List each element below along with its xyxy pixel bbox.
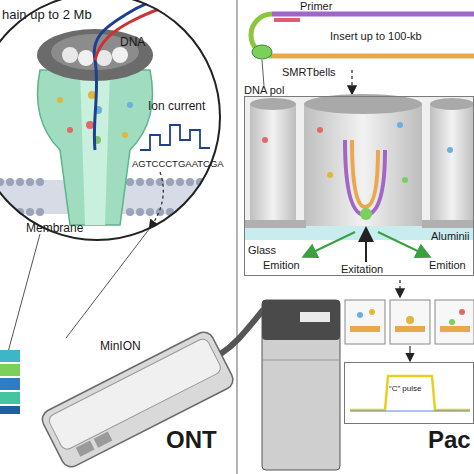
sequence-read: AGTCCCTGAATCGA (132, 159, 224, 170)
zmw-illustration (244, 94, 474, 262)
zmw-well: GlassEmition Exitation AluminiiEmition (244, 96, 474, 276)
membrane-label: Membrane (26, 222, 83, 236)
pulse-trace (344, 362, 474, 424)
zoom-circle: hain up to 2 Mb DNA Ion currentAGTCCCTGAAT… (0, 0, 221, 241)
current-label: Ion current (148, 100, 205, 114)
signal-bars (0, 350, 20, 414)
panel: Pac GlassEmition Exitation AluminiiEmition “… (238, 0, 474, 474)
excitation-label: Exitation (341, 263, 383, 276)
sequencer-device (262, 300, 340, 470)
polymerase-label: DNA pol (244, 84, 284, 97)
panel-title: ONT (166, 426, 217, 454)
pulse-label: “C” pulse (389, 384, 421, 393)
divider (236, 0, 238, 474)
primer-label: Primer (300, 0, 332, 13)
incorporation-panels (345, 300, 474, 360)
signal-plot: “C” pulse (344, 362, 474, 424)
panel: ONT hain up to 2 Mb DNA Ion currentAGTCCCTG… (0, 0, 236, 474)
minion-device (39, 302, 288, 470)
emission-label: Emition (429, 259, 466, 272)
glass-label: Glass (248, 244, 276, 257)
dna-label: DNA (120, 36, 145, 50)
dna-length-label: hain up to 2 Mb (2, 8, 92, 23)
smrtbell (251, 14, 474, 86)
insert-label: Insert up to 100-kb (330, 30, 422, 43)
nanopore-illustration (0, 0, 230, 241)
panel-title: Pac (428, 426, 471, 454)
aluminium-label: Aluminii (431, 230, 470, 243)
device-label: MinION (100, 340, 141, 354)
emission-label: Emition (263, 259, 300, 272)
smrtbell-label: SMRTbells (282, 66, 336, 79)
